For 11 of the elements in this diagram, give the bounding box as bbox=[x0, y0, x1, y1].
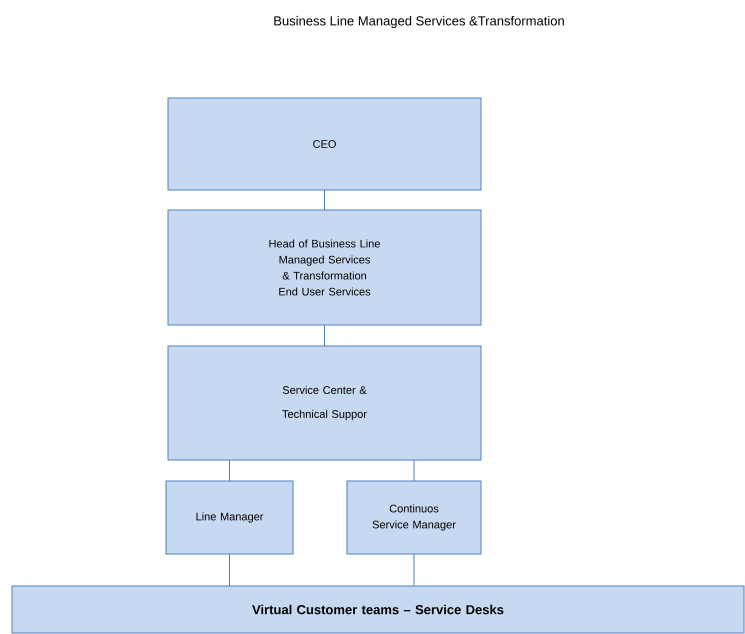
org-box: CEO bbox=[168, 98, 482, 190]
connector-line bbox=[229, 554, 230, 586]
org-box: Head of Business Line Managed Services & Transformation End User Services bbox=[168, 210, 482, 326]
org-box: Service Center & Technical Suppor bbox=[168, 346, 482, 460]
connector-line bbox=[229, 460, 230, 481]
connector-line bbox=[324, 190, 325, 210]
org-box: Continuos Service Manager bbox=[346, 480, 482, 554]
connector-line bbox=[324, 325, 325, 346]
title: Business Line Managed Services &Transformation bbox=[274, 16, 564, 28]
org-box: Virtual Customer teams – Service Desks bbox=[12, 586, 744, 634]
org-box: Line Manager bbox=[166, 480, 294, 554]
